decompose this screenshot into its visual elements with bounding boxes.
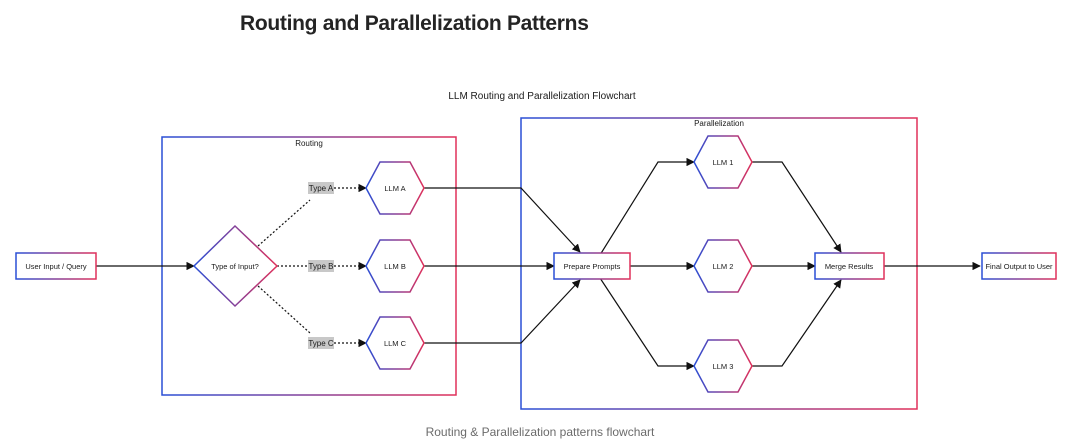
node-llm-b: LLM B — [365, 239, 425, 293]
edge-llm-c-to-prepare — [424, 279, 581, 344]
svg-text:Prepare Prompts: Prepare Prompts — [564, 262, 621, 271]
routing-group-label: Routing — [295, 139, 323, 148]
svg-text:Type A: Type A — [309, 184, 334, 193]
node-llm-c: LLM C — [365, 316, 425, 370]
node-type-of-input-decision: Type of Input? — [192, 224, 279, 308]
edge-prepare-to-llm-3 — [599, 277, 695, 371]
svg-text:Type of Input?: Type of Input? — [211, 262, 259, 271]
edge-llm-3-to-merge — [752, 279, 842, 367]
parallelization-group — [520, 117, 918, 410]
svg-text:Final Output to User: Final Output to User — [985, 262, 1053, 271]
page-heading: Routing and Parallelization Patterns — [240, 12, 589, 35]
edge-label-type-c: Type C — [308, 337, 334, 349]
parallelization-group-label: Parallelization — [694, 119, 744, 128]
svg-text:User Input / Query: User Input / Query — [25, 262, 87, 271]
edge-decision-to-type-a — [257, 199, 311, 247]
edge-llm-a-to-prepare — [424, 187, 581, 253]
node-llm-2: LLM 2 — [693, 239, 753, 293]
diagram-title: LLM Routing and Parallelization Flowchar… — [448, 91, 636, 102]
svg-text:Type C: Type C — [308, 339, 334, 348]
edge-llm-1-to-merge — [752, 161, 842, 253]
edge-label-type-a: Type A — [308, 182, 334, 194]
svg-text:LLM A: LLM A — [384, 184, 405, 193]
node-prepare-prompts: Prepare Prompts — [553, 252, 631, 280]
edge-decision-to-type-c — [257, 285, 311, 334]
edge-label-type-b: Type B — [308, 260, 334, 272]
node-final-output: Final Output to User — [981, 252, 1057, 280]
node-llm-3: LLM 3 — [693, 339, 753, 393]
node-llm-1: LLM 1 — [693, 135, 753, 189]
node-user-input: User Input / Query — [15, 252, 97, 280]
svg-text:LLM 3: LLM 3 — [713, 362, 734, 371]
figure-caption: Routing & Parallelization patterns flowc… — [425, 425, 655, 439]
svg-text:Type B: Type B — [309, 262, 334, 271]
edges — [96, 157, 981, 371]
node-merge-results: Merge Results — [814, 252, 885, 280]
edge-prepare-to-llm-1 — [599, 157, 695, 256]
svg-text:LLM C: LLM C — [384, 339, 407, 348]
svg-text:LLM 1: LLM 1 — [713, 158, 734, 167]
svg-text:Merge Results: Merge Results — [825, 262, 874, 271]
node-llm-a: LLM A — [365, 161, 425, 215]
svg-text:LLM B: LLM B — [384, 262, 406, 271]
svg-text:LLM 2: LLM 2 — [713, 262, 734, 271]
